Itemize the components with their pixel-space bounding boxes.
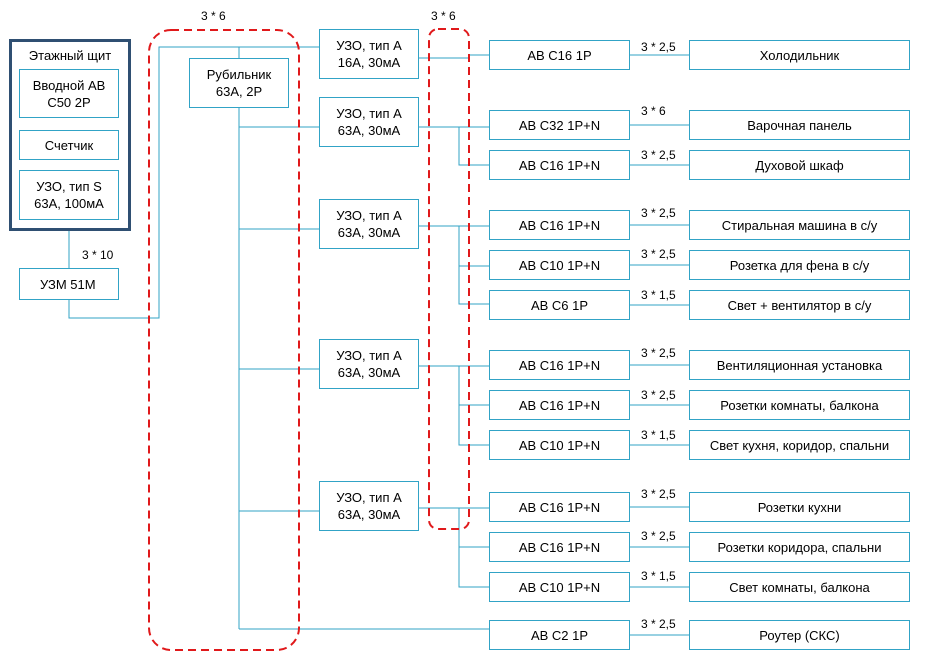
load-box-6: Свет + вентилятор в с/у — [689, 290, 910, 320]
breaker-box-11: АВ С16 1Р+N — [489, 532, 630, 562]
meter-box: Счетчик — [19, 130, 119, 160]
cable-label-8: 3 * 2,5 — [641, 388, 676, 402]
breaker-box-13: АВ С2 1Р — [489, 620, 630, 650]
breaker-box-2: АВ С32 1Р+N — [489, 110, 630, 140]
breaker-box-4: АВ С16 1Р+N — [489, 210, 630, 240]
cable-label-7: 3 * 2,5 — [641, 346, 676, 360]
cable-label-rcd-group: 3 * 6 — [431, 9, 456, 23]
cable-label-9: 3 * 1,5 — [641, 428, 676, 442]
breaker-box-7: АВ С16 1Р+N — [489, 350, 630, 380]
cable-label-10: 3 * 2,5 — [641, 487, 676, 501]
wire-uzm-to-switch — [68, 46, 240, 319]
load-box-4: Стиральная машина в с/у — [689, 210, 910, 240]
cable-label-3: 3 * 2,5 — [641, 148, 676, 162]
load-box-5: Розетка для фена в с/у — [689, 250, 910, 280]
load-box-3: Духовой шкаф — [689, 150, 910, 180]
cable-label-11: 3 * 2,5 — [641, 529, 676, 543]
wire-rcd-5-bus — [458, 508, 489, 588]
rcd-box-4: УЗО, тип А 63А, 30мА — [319, 339, 419, 389]
wire-rcd-2-branch — [458, 127, 489, 166]
rcd-box-5: УЗО, тип А 63А, 30мА — [319, 481, 419, 531]
rcd-box-1: УЗО, тип А 16А, 30мА — [319, 29, 419, 79]
load-box-12: Свет комнаты, балкона — [689, 572, 910, 602]
cable-label-6: 3 * 1,5 — [641, 288, 676, 302]
cable-label-1: 3 * 2,5 — [641, 40, 676, 54]
breaker-box-5: АВ С10 1Р+N — [489, 250, 630, 280]
rcd-box-2: УЗО, тип А 63А, 30мА — [319, 97, 419, 147]
input-breaker-box: Вводной АВ С50 2Р — [19, 69, 119, 118]
load-box-11: Розетки коридора, спальни — [689, 532, 910, 562]
breaker-box-3: АВ С16 1Р+N — [489, 150, 630, 180]
main-switch-box: Рубильник 63А, 2Р — [189, 58, 289, 108]
cable-label-switch-group: 3 * 6 — [201, 9, 226, 23]
rcd-box-3: УЗО, тип А 63А, 30мА — [319, 199, 419, 249]
uzm-relay-box: УЗМ 51М — [19, 268, 119, 300]
load-box-1: Холодильник — [689, 40, 910, 70]
wire-rcd-4-bus — [458, 366, 489, 446]
main-rcd-box: УЗО, тип S 63А, 100мА — [19, 170, 119, 220]
breaker-box-12: АВ С10 1Р+N — [489, 572, 630, 602]
dashed-group-rcd-cables — [428, 28, 470, 530]
cable-label-5: 3 * 2,5 — [641, 247, 676, 261]
load-box-13: Роутер (СКС) — [689, 620, 910, 650]
cable-label-13: 3 * 2,5 — [641, 617, 676, 631]
cable-label-2: 3 * 6 — [641, 104, 666, 118]
load-box-9: Свет кухня, коридор, спальни — [689, 430, 910, 460]
breaker-box-8: АВ С16 1Р+N — [489, 390, 630, 420]
load-box-8: Розетки комнаты, балкона — [689, 390, 910, 420]
load-box-2: Варочная панель — [689, 110, 910, 140]
breaker-box-1: АВ С16 1Р — [489, 40, 630, 70]
wire-rcd-3-bus — [458, 226, 489, 305]
breaker-box-10: АВ С16 1Р+N — [489, 492, 630, 522]
cable-label-12: 3 * 1,5 — [641, 569, 676, 583]
load-box-10: Розетки кухни — [689, 492, 910, 522]
load-box-7: Вентиляционная установка — [689, 350, 910, 380]
floor-panel-title: Этажный щит — [28, 48, 112, 63]
dashed-group-switch-cables — [148, 29, 300, 651]
cable-label-4: 3 * 2,5 — [641, 206, 676, 220]
breaker-box-9: АВ С10 1Р+N — [489, 430, 630, 460]
uzm-cable-label: 3 * 10 — [82, 248, 114, 262]
breaker-box-6: АВ С6 1Р — [489, 290, 630, 320]
